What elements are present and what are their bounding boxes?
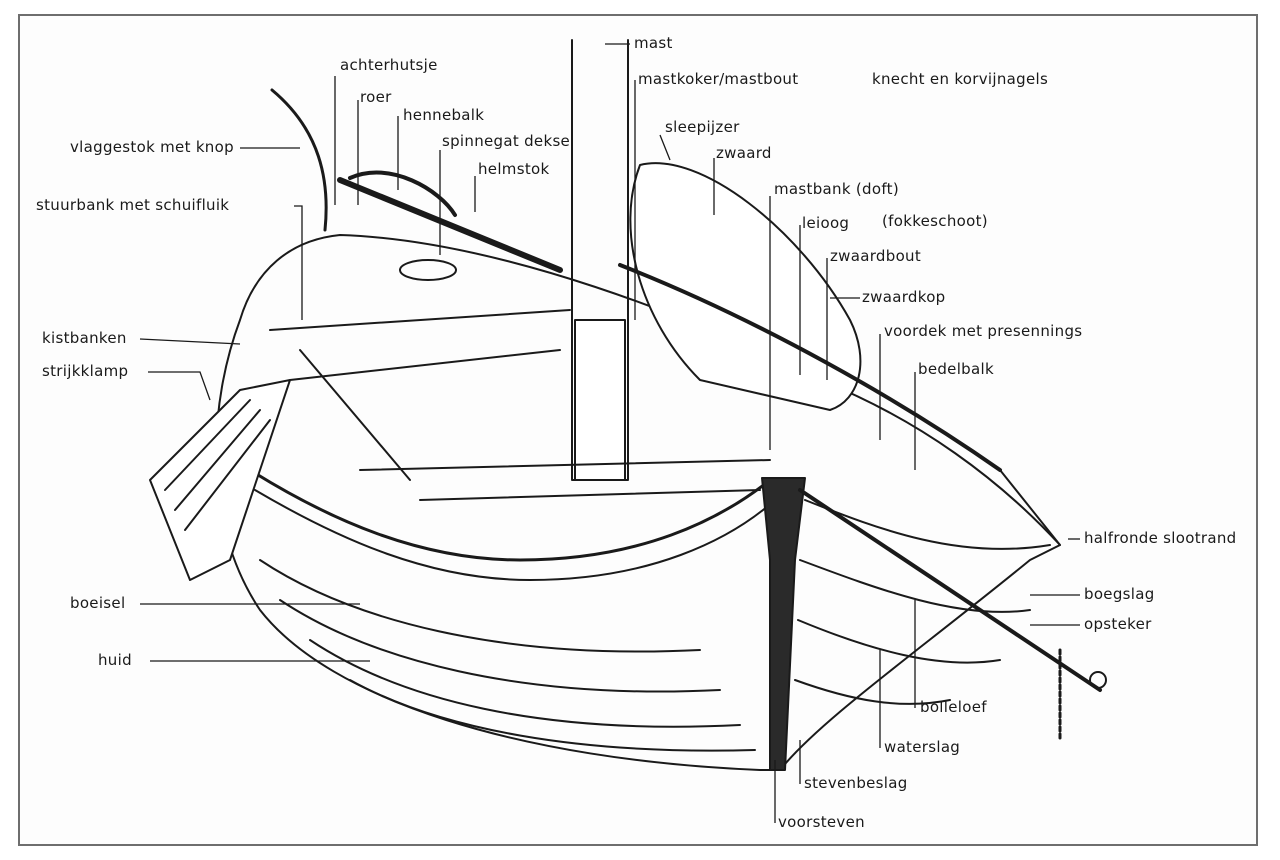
label-voorsteven: voorsteven [778, 813, 865, 831]
label-leioog: leioog [802, 214, 850, 232]
label-sleepijzer: sleepijzer [665, 118, 740, 136]
label-opsteker: opsteker [1084, 615, 1152, 633]
label-mast: mast [634, 34, 673, 52]
label-boegslag: boegslag [1084, 585, 1155, 603]
label-stevenbeslag: stevenbeslag [804, 774, 908, 792]
label-mastbank: mastbank (doft) [774, 180, 899, 198]
label-kistbanken: kistbanken [42, 329, 127, 347]
voorsteven-shape [761, 477, 806, 771]
label-huid: huid [98, 651, 132, 669]
label-spinnegatdeksel: spinnegat deksel [442, 132, 575, 150]
label-zwaard: zwaard [716, 144, 772, 162]
label-voordek: voordek met presennings [884, 322, 1083, 340]
label-achterhutsje: achterhutsje [340, 56, 438, 74]
label-hennebalk: hennebalk [403, 106, 485, 124]
label-fokkeschoot: (fokkeschoot) [882, 212, 988, 230]
label-bolleloef: bolleloef [920, 698, 987, 716]
label-zwaardbout: zwaardbout [830, 247, 922, 265]
zwaard-shape [629, 162, 862, 411]
label-halfronde: halfronde slootrand [1084, 529, 1237, 547]
label-boeisel: boeisel [70, 594, 126, 612]
label-helmstok: helmstok [478, 160, 550, 178]
label-vlaggestok: vlaggestok met knop [70, 138, 234, 156]
label-strijkklamp: strijkklamp [42, 362, 129, 380]
hull-outline [215, 234, 1061, 771]
label-mastkoker: mastkoker/mastbout [638, 70, 799, 88]
label-bedelbalk: bedelbalk [918, 360, 994, 378]
label-knecht: knecht en korvijnagels [872, 70, 1049, 88]
label-waterslag: waterslag [884, 738, 961, 756]
label-zwaardkop: zwaardkop [862, 288, 946, 306]
label-roer: roer [360, 88, 392, 106]
boeisel-band [248, 468, 772, 562]
label-stuurbank: stuurbank met schuifluik [36, 196, 230, 214]
